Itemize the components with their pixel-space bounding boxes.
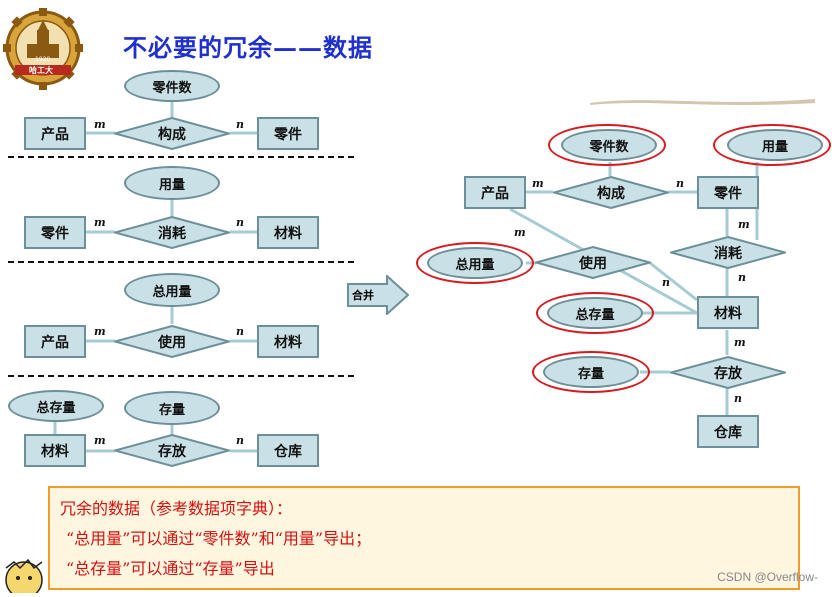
entity-product: 产品 [464, 176, 526, 209]
relationship-label: 消耗 [714, 245, 742, 262]
cartoon-decoration [0, 548, 52, 597]
highlight-ring [548, 124, 666, 166]
cardinality-m: m [94, 434, 106, 447]
highlight-ring [416, 242, 534, 284]
relationship-consume: 消耗 [114, 216, 230, 249]
attr-total-usage: 总用量 [124, 273, 220, 307]
relationship-store: 存放 [670, 356, 786, 389]
attr-usage: 用量 [727, 129, 823, 161]
cardinality-m: m [94, 325, 106, 338]
relationship-compose: 构成 [114, 117, 230, 150]
cardinality-n: n [676, 177, 684, 190]
entity-material: 材料 [257, 216, 319, 249]
entity-part: 零件 [697, 176, 759, 209]
entity-warehouse: 仓库 [697, 415, 759, 448]
relationship-use: 使用 [114, 325, 230, 358]
cardinality-m: m [94, 216, 106, 229]
cardinality-m: m [94, 118, 106, 131]
entity-material: 材料 [24, 434, 86, 467]
highlight-ring [713, 124, 831, 166]
attr-total-stock: 总存量 [8, 390, 104, 422]
cardinality-n: n [236, 325, 244, 338]
cardinality-m: m [738, 218, 750, 231]
attr-stock: 存量 [124, 391, 220, 425]
attr-total-usage: 总用量 [427, 247, 523, 279]
relationship-consume: 消耗 [670, 236, 786, 269]
attr-part-count: 零件数 [561, 129, 657, 161]
attr-usage: 用量 [124, 166, 220, 200]
note-line-1: 冗余的数据（参考数据项字典）： [60, 499, 293, 518]
relationship-label: 存放 [714, 365, 742, 382]
cardinality-n: n [734, 392, 742, 405]
entity-material: 材料 [257, 325, 319, 358]
cardinality-m: m [734, 336, 746, 349]
watermark: CSDN @Overflow- [717, 570, 818, 584]
relationship-label: 构成 [597, 185, 625, 202]
cardinality-n: n [236, 434, 244, 447]
relationship-compose: 构成 [553, 176, 669, 209]
logo-year: 1920 [35, 56, 51, 63]
cardinality-n: n [236, 118, 244, 131]
entity-warehouse: 仓库 [257, 434, 319, 467]
redundancy-note: 冗余的数据（参考数据项字典）： “总用量”可以通过“零件数”和“用量”导出； “… [48, 486, 800, 590]
entity-part: 零件 [24, 216, 86, 249]
cardinality-n: n [662, 276, 670, 289]
relationship-use: 使用 [535, 246, 651, 279]
logo-text: 哈工大 [29, 66, 53, 75]
entity-part: 零件 [257, 117, 319, 150]
relationship-store: 存放 [114, 434, 230, 467]
attr-total-stock: 总存量 [547, 297, 643, 329]
cardinality-m: m [514, 226, 526, 239]
cardinality-n: n [236, 216, 244, 229]
merge-arrow: 合并 [347, 273, 410, 317]
entity-material: 材料 [697, 296, 759, 329]
relationship-label: 消耗 [158, 225, 186, 242]
note-line-3: “总存量”可以通过“存量”导出 [66, 559, 275, 578]
attr-part-count: 零件数 [124, 70, 220, 102]
page-title: 不必要的冗余——数据 [123, 33, 373, 62]
note-line-2: “总用量”可以通过“零件数”和“用量”导出； [66, 529, 372, 548]
university-logo: 哈工大 1920 [3, 8, 83, 90]
highlight-ring [532, 351, 650, 393]
decorative-ribbon [590, 92, 815, 105]
entity-product: 产品 [24, 325, 86, 358]
cardinality-m: m [532, 177, 544, 190]
relationship-label: 存放 [158, 443, 186, 460]
cardinality-n: n [738, 271, 746, 284]
merge-label: 合并 [352, 289, 374, 302]
entity-product: 产品 [24, 117, 86, 150]
relationship-label: 使用 [158, 334, 186, 351]
highlight-ring [536, 292, 654, 334]
attr-stock: 存量 [543, 356, 639, 388]
relationship-label: 使用 [579, 255, 607, 272]
relationship-label: 构成 [158, 126, 186, 143]
